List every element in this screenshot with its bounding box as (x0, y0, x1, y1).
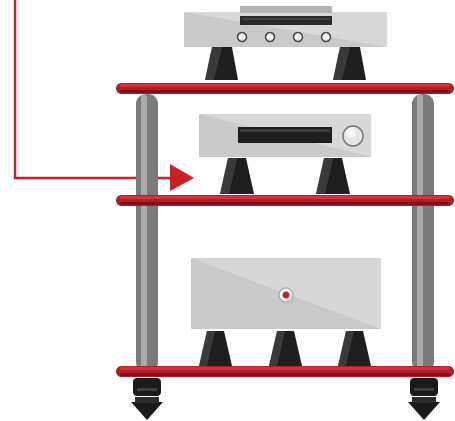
arrow-head (170, 164, 194, 191)
rack-foot-left (131, 378, 163, 420)
cd-button (320, 31, 332, 43)
power-led (282, 291, 290, 299)
amplifier-icon (199, 114, 371, 157)
cd-player-icon (184, 6, 387, 47)
cd-button (264, 31, 276, 43)
arrow-icon (13, 0, 194, 191)
rack-posts (136, 94, 434, 372)
shelf-middle (116, 195, 454, 206)
top-cones (205, 47, 366, 80)
shelf-top (116, 83, 454, 94)
shelf-bottom (116, 366, 454, 377)
cd-button (292, 31, 304, 43)
pointer-line (13, 0, 176, 180)
power-amplifier-icon (191, 258, 381, 329)
middle-cones (220, 158, 350, 194)
cd-player-top-edge (240, 6, 332, 13)
post-right (412, 94, 434, 372)
cd-button (236, 31, 248, 43)
cd-display (240, 16, 332, 25)
rack-foot-right (408, 378, 440, 420)
post-left (136, 94, 158, 372)
cd-buttons (236, 31, 332, 43)
bottom-cones (199, 331, 371, 366)
